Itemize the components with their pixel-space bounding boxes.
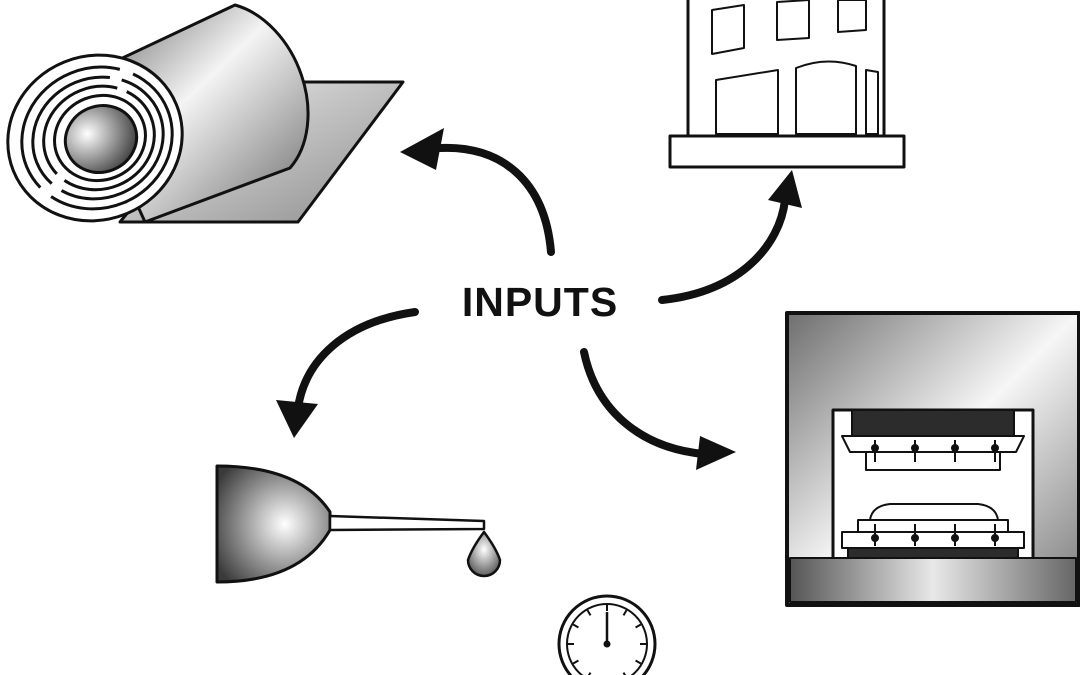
inputs-label: INPUTS xyxy=(461,278,619,325)
gauge-tick xyxy=(587,672,592,675)
arrowhead-material-roll xyxy=(400,128,444,170)
gauge-tick xyxy=(586,609,592,616)
molding-press-icon xyxy=(785,311,1080,607)
gauge-tick xyxy=(622,609,628,616)
gauge-tick xyxy=(635,623,642,629)
gauge-tick xyxy=(622,672,627,675)
gauge-tick xyxy=(572,659,579,665)
arrowhead-molding-press xyxy=(696,436,736,470)
sheet-roll-icon xyxy=(6,3,405,224)
dropper-icon xyxy=(215,464,502,584)
arrow-to-material-roll xyxy=(436,143,555,256)
arrow-to-molding-press xyxy=(580,348,708,458)
arrow-to-building xyxy=(658,196,789,304)
building-icon xyxy=(668,0,906,169)
pressure-gauge-icon xyxy=(557,594,657,675)
arrowhead-dispenser xyxy=(276,400,318,438)
arrowhead-building xyxy=(768,170,802,208)
arrow-to-dispenser xyxy=(294,308,419,412)
gauge-tick xyxy=(635,659,642,665)
gauge-tick xyxy=(572,623,579,629)
